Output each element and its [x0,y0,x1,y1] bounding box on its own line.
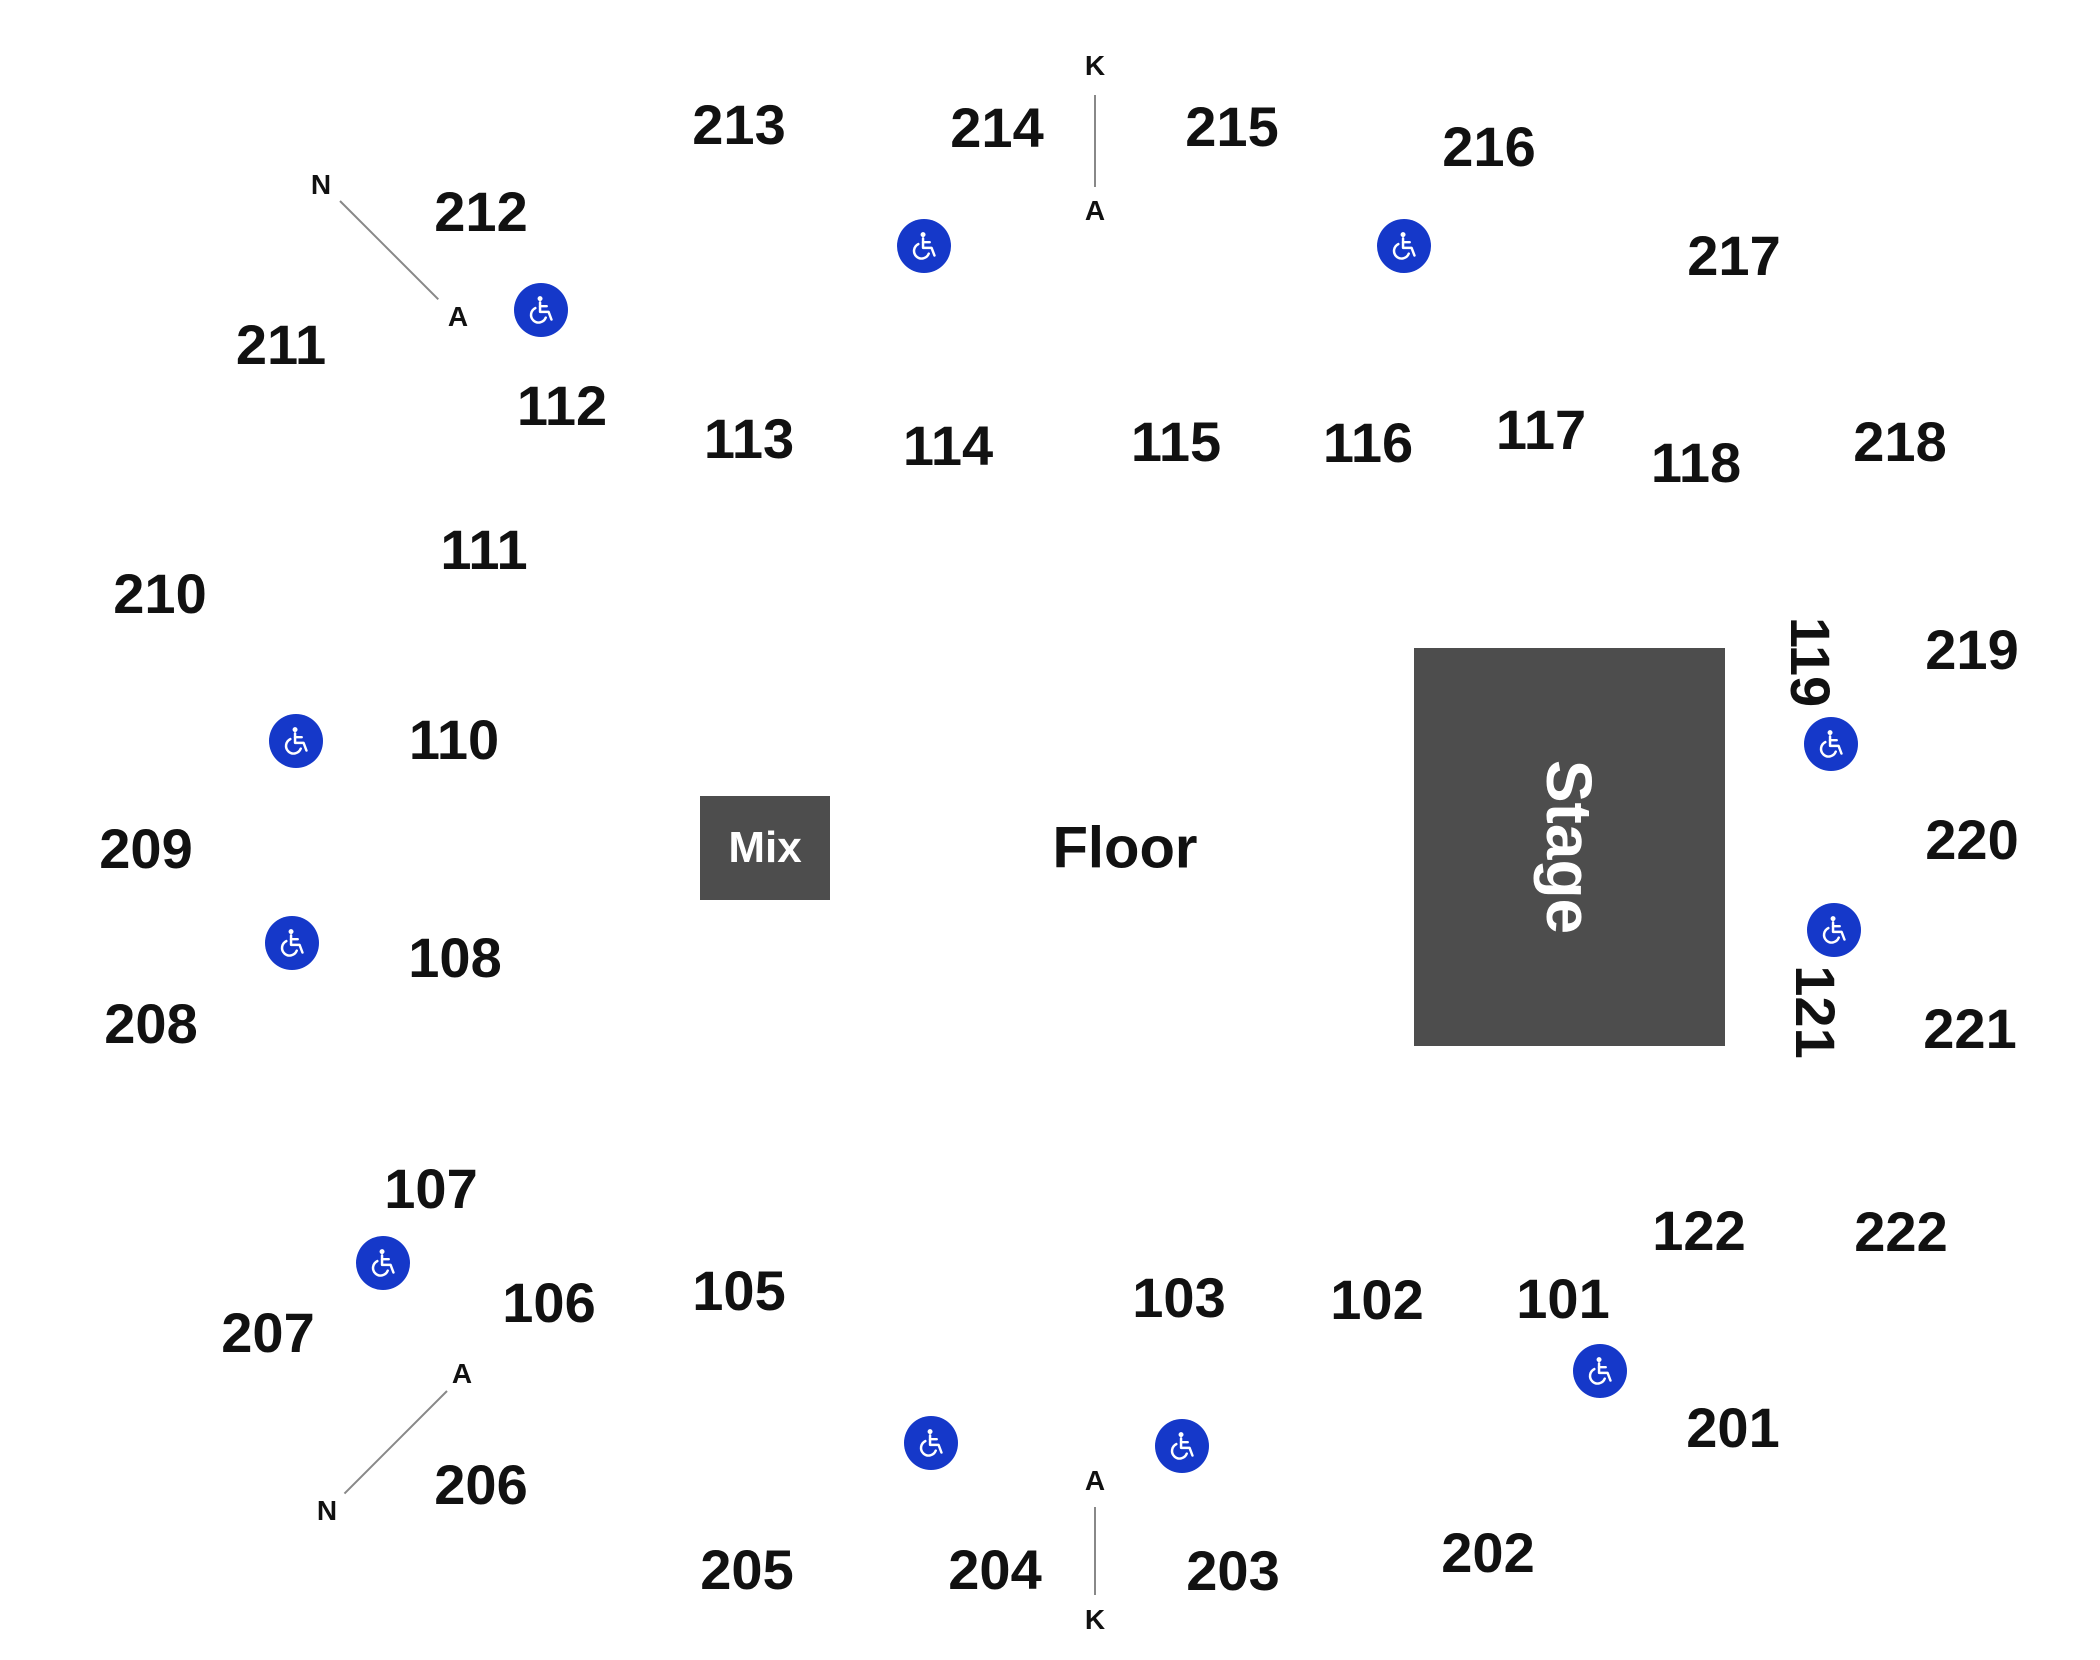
section-214[interactable]: 214 [950,96,1044,159]
section-209[interactable]: 209 [99,817,193,880]
row-marker-n: N [316,1495,338,1526]
row-marker-a: A [1084,1465,1106,1496]
row-line-bottom [1094,1507,1096,1595]
section-202[interactable]: 202 [1441,1521,1535,1584]
section-219[interactable]: 219 [1925,618,2019,681]
wheelchair-icon[interactable] [1573,1344,1627,1398]
section-114[interactable]: 114 [902,414,994,477]
section-101[interactable]: 101 [1516,1267,1610,1330]
wheelchair-icon[interactable] [1807,903,1861,957]
section-207[interactable]: 207 [221,1301,315,1364]
row-marker-a: A [447,301,469,332]
section-112[interactable]: 112 [516,374,608,437]
section-201[interactable]: 201 [1686,1396,1780,1459]
row-line-sw [343,1390,448,1495]
section-215[interactable]: 215 [1185,95,1279,158]
section-222[interactable]: 222 [1854,1200,1948,1263]
row-line-top [1094,95,1096,187]
section-117[interactable]: 117 [1495,398,1587,461]
wheelchair-icon[interactable] [904,1416,958,1470]
section-210[interactable]: 210 [113,562,207,625]
row-marker-k: K [1084,1604,1106,1635]
section-116[interactable]: 116 [1322,411,1414,474]
section-102[interactable]: 102 [1330,1268,1424,1331]
wheelchair-icon[interactable] [1804,717,1858,771]
section-103[interactable]: 103 [1132,1266,1226,1329]
wheelchair-icon[interactable] [1155,1419,1209,1473]
section-212[interactable]: 212 [434,180,528,243]
section-211[interactable]: 211 [235,313,327,376]
wheelchair-icon[interactable] [265,916,319,970]
section-106[interactable]: 106 [502,1271,596,1334]
section-213[interactable]: 213 [692,93,786,156]
stage[interactable]: Stage [1414,648,1725,1046]
section-216[interactable]: 216 [1442,115,1536,178]
wheelchair-icon[interactable] [514,283,568,337]
section-111[interactable]: 111 [440,518,528,581]
section-119[interactable]: 119 [1779,616,1842,708]
wheelchair-icon[interactable] [269,714,323,768]
section-107[interactable]: 107 [384,1157,478,1220]
section-121[interactable]: 121 [1784,965,1847,1059]
wheelchair-icon[interactable] [356,1236,410,1290]
section-118[interactable]: 118 [1650,431,1742,494]
section-220[interactable]: 220 [1925,808,2019,871]
section-110[interactable]: 110 [408,708,500,771]
section-208[interactable]: 208 [104,992,198,1055]
section-205[interactable]: 205 [700,1538,794,1601]
section-204[interactable]: 204 [948,1538,1042,1601]
section-217[interactable]: 217 [1687,224,1781,287]
section-206[interactable]: 206 [434,1453,528,1516]
section-108[interactable]: 108 [408,926,502,989]
row-marker-k: K [1084,50,1106,81]
mix-booth[interactable]: Mix [700,796,830,900]
row-marker-n: N [310,169,332,200]
row-marker-a: A [451,1358,473,1389]
section-113[interactable]: 113 [703,407,795,470]
section-221[interactable]: 221 [1923,997,2017,1060]
section-218[interactable]: 218 [1853,410,1947,473]
stage-label: Stage [1533,759,1606,935]
section-115[interactable]: 115 [1130,410,1222,473]
wheelchair-icon[interactable] [897,219,951,273]
section-203[interactable]: 203 [1186,1539,1280,1602]
mix-label: Mix [728,823,802,872]
row-marker-a: A [1084,195,1106,226]
section-122[interactable]: 122 [1652,1199,1746,1262]
wheelchair-icon[interactable] [1377,219,1431,273]
floor-section[interactable]: Floor [1052,815,1198,881]
section-105[interactable]: 105 [692,1259,786,1322]
row-line-nw [339,200,439,300]
